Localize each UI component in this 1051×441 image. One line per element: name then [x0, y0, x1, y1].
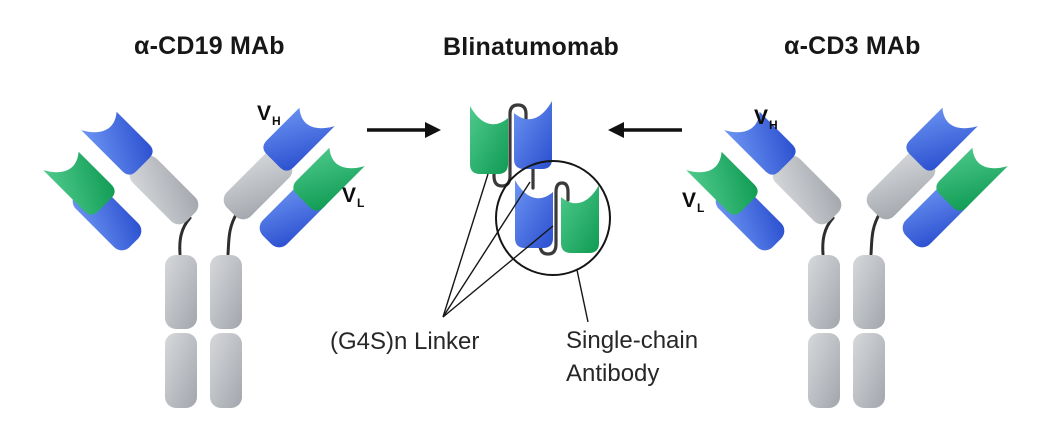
top-scfv-green-domain: [470, 106, 508, 174]
linker-pointer-2: [442, 181, 531, 318]
center-title: Blinatumomab: [443, 33, 620, 61]
g4s-linker-label: (G4S)n Linker: [330, 328, 480, 355]
top-scfv-blue-domain: [514, 101, 552, 169]
single-chain-pointer: [576, 269, 589, 323]
left-vh-subscript: H: [272, 114, 281, 128]
right-to-center-arrow-icon: [608, 122, 682, 138]
bottom-scfv-blue-domain: [515, 180, 553, 248]
right-antibody-title: α-CD3 MAb: [784, 32, 921, 60]
left-antibody-illustration: [43, 99, 365, 408]
single-chain-circle: [495, 160, 611, 276]
left-vh-letter: V: [257, 102, 272, 125]
linker-top-scfv: [492, 103, 528, 188]
linker-bottom-scfv: [538, 181, 570, 256]
single-chain-label-line1: Single-chain: [566, 327, 699, 354]
right-vh-letter: V: [754, 106, 769, 129]
single-chain-label-line2: Antibody: [566, 360, 660, 387]
left-antibody-title: α-CD19 MAb: [134, 32, 285, 60]
left-vl-subscript: L: [357, 196, 365, 210]
single-chain-antibody-label: Single-chain Antibody: [566, 324, 698, 390]
left-vl-letter: V: [342, 184, 357, 207]
right-vl-letter: V: [682, 189, 697, 212]
linker-pointer-1: [442, 173, 489, 318]
blinatumomab-construct: [442, 101, 611, 323]
right-vh-subscript: H: [769, 118, 778, 132]
left-vh-label: VH: [257, 102, 281, 128]
right-vh-label: VH: [754, 106, 778, 132]
right-vl-label: VL: [682, 189, 705, 215]
right-antibody-illustration: [686, 99, 1008, 408]
linker-pointer-3: [442, 225, 554, 318]
right-vl-subscript: L: [697, 201, 705, 215]
annotation-pointer-lines: [442, 173, 589, 323]
left-vl-label: VL: [342, 184, 365, 210]
left-to-center-arrow-icon: [367, 122, 441, 138]
